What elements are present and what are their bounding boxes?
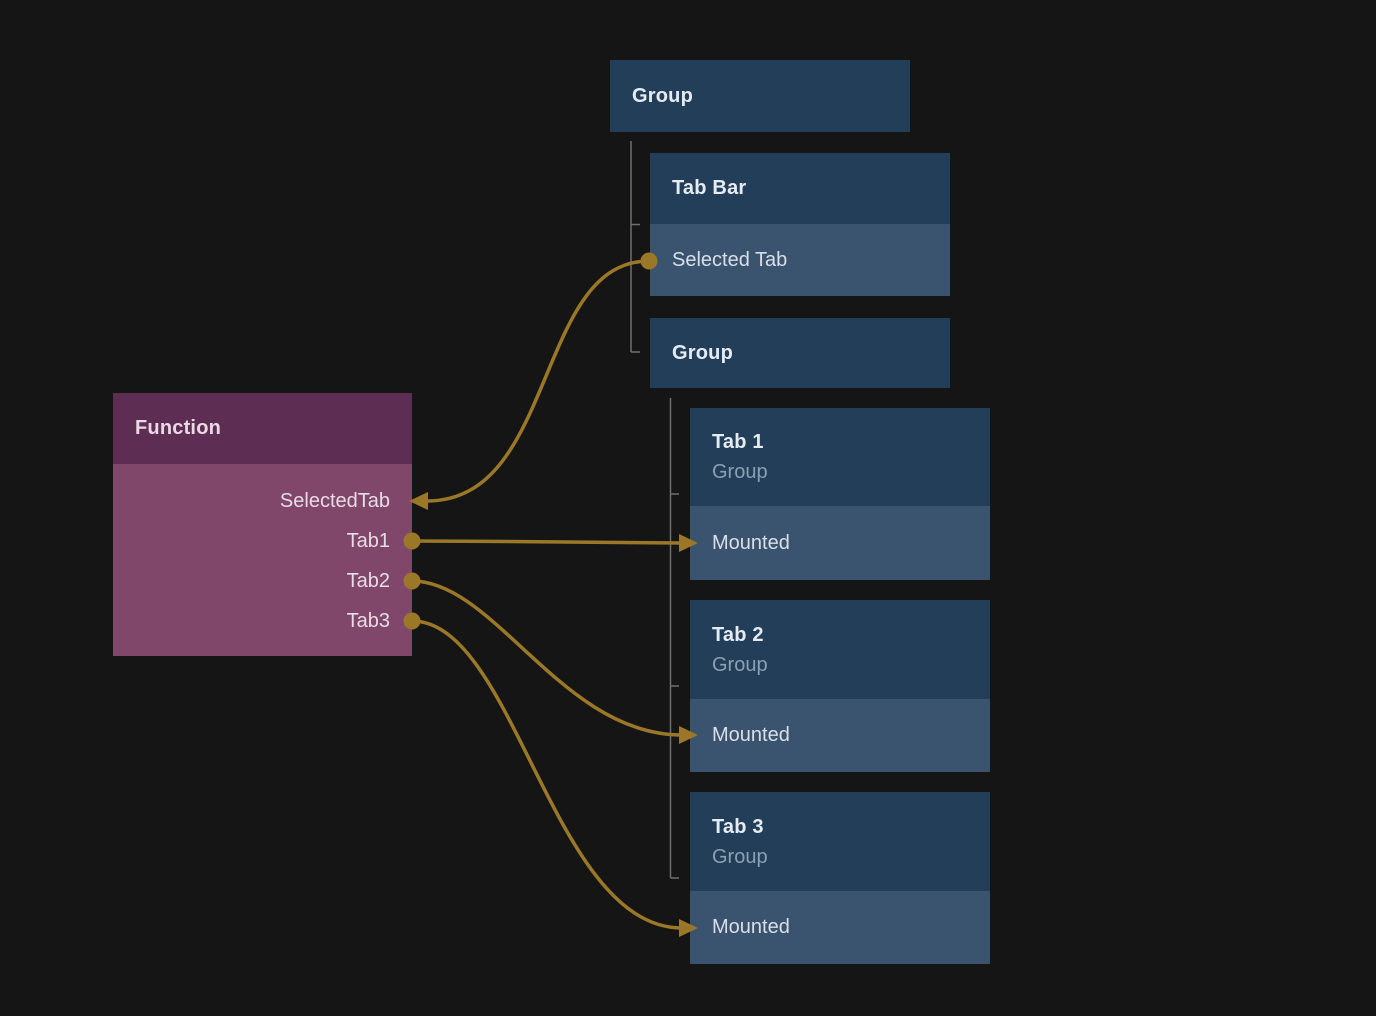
node-tab2-header: Tab 2 Group (690, 600, 990, 699)
wire-function-tab3-to-mounted[interactable] (411, 619, 683, 930)
port-tab2[interactable]: Tab2 (346, 570, 390, 592)
port-selectedtab[interactable]: SelectedTab (279, 490, 390, 512)
node-title: Tab 2 (712, 623, 764, 646)
port-tab3[interactable]: Tab3 (346, 610, 390, 632)
port-row-label: Mounted (712, 531, 790, 554)
node-tab-bar[interactable]: Tab Bar Selected Tab (650, 153, 950, 296)
port-row-mounted-tab3[interactable]: Mounted (690, 891, 990, 964)
node-function[interactable]: Function SelectedTab Tab1 Tab2 Tab3 (113, 393, 412, 656)
node-tab3[interactable]: Tab 3 Group Mounted (690, 792, 990, 964)
port-row-mounted-tab1[interactable]: Mounted (690, 506, 990, 580)
port-row-selected-tab[interactable]: Selected Tab (650, 224, 950, 296)
node-title: Tab 1 (712, 431, 764, 453)
node-group-inner[interactable]: Group (650, 318, 950, 388)
node-tab-bar-header: Tab Bar (650, 153, 950, 224)
node-title: Tab Bar (672, 177, 747, 199)
node-title: Group (672, 341, 733, 364)
node-tab1[interactable]: Tab 1 Group Mounted (690, 408, 990, 580)
node-group-top-header: Group (610, 60, 910, 132)
tree-line-group-top (630, 141, 640, 353)
node-function-header: Function (113, 393, 412, 464)
node-tab3-header: Tab 3 Group (690, 792, 990, 891)
node-tab1-header: Tab 1 Group (690, 408, 990, 506)
node-subtitle: Group (712, 845, 768, 868)
port-tab1[interactable]: Tab1 (346, 530, 390, 552)
node-function-body: SelectedTab Tab1 Tab2 Tab3 (113, 464, 412, 656)
node-subtitle: Group (712, 461, 768, 483)
node-tab2[interactable]: Tab 2 Group Mounted (690, 600, 990, 772)
node-title: Function (135, 417, 222, 439)
tree-line-group-inner (669, 398, 679, 879)
node-group-top[interactable]: Group (610, 60, 910, 132)
port-row-label: Selected Tab (672, 248, 788, 271)
node-title: Group (632, 84, 693, 107)
node-title: Tab 3 (712, 815, 764, 838)
wire-function-tab2-to-mounted[interactable] (411, 579, 683, 737)
port-row-label: Mounted (712, 724, 790, 746)
node-group-inner-header: Group (650, 318, 950, 388)
node-subtitle: Group (712, 653, 768, 676)
wire-selected-tab-to-function[interactable] (426, 259, 650, 503)
port-row-mounted-tab2[interactable]: Mounted (690, 699, 990, 772)
wire-function-tab1-to-mounted[interactable] (411, 539, 683, 545)
port-row-label: Mounted (712, 916, 790, 938)
